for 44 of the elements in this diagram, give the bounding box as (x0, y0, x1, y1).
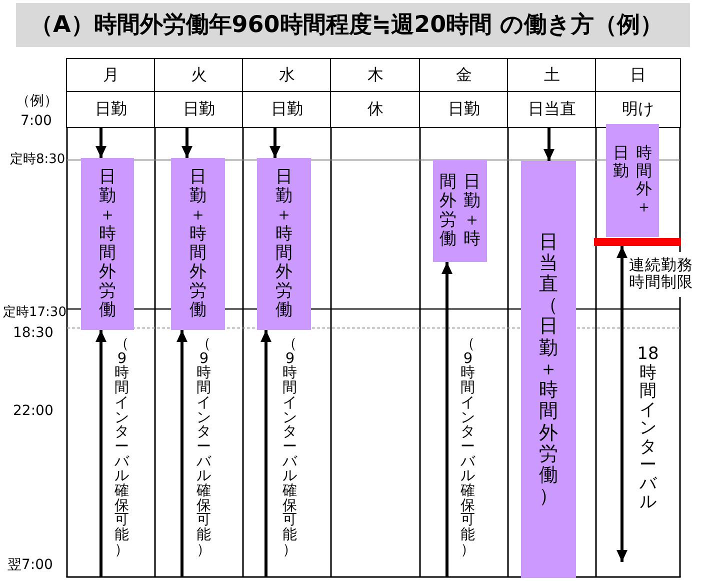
table-cell: 明け (595, 91, 681, 128)
edge-label: （9時間インターバル確保可能） (280, 337, 300, 558)
arrow (260, 330, 272, 577)
time-label: 定時8:30 (10, 153, 66, 168)
arrow (616, 246, 628, 562)
time-label: （例） (16, 94, 58, 109)
table-cell: 火 (154, 58, 244, 93)
table-cell: 木 (330, 58, 421, 93)
table-cell: 日勤 (66, 91, 156, 128)
limit-bar (594, 238, 681, 246)
arrow (182, 128, 192, 158)
table-cell: 水 (242, 58, 332, 93)
shift-block: 時間外＋日勤 (606, 124, 659, 237)
arrow (544, 128, 554, 161)
table-cell: 日勤 (154, 91, 244, 128)
time-label: 7:00 (20, 114, 52, 129)
table-cell: 日 (595, 58, 681, 93)
title: （A）時間外労働年960時間程度≒週20時間 の働き方（例） (16, 3, 690, 47)
arrow (270, 128, 280, 158)
edge-label: （9時間インターバル確保可能） (194, 337, 214, 558)
arrow (96, 330, 106, 577)
arrow (442, 262, 452, 577)
edge-label: （9時間インターバル確保可能） (458, 337, 478, 558)
arrow (176, 330, 188, 577)
time-label: 翌7:00 (8, 558, 53, 573)
table-cell: 日勤 (419, 91, 509, 128)
edge-label: （9時間インターバル確保可能） (112, 337, 132, 558)
time-label: 22:00 (13, 404, 54, 419)
table-cell: 金 (419, 58, 509, 93)
time-label: 18:30 (13, 326, 54, 341)
edge-label: 18時間インターバル (636, 345, 660, 512)
shift-block: 日勤＋時間外労働 (433, 160, 487, 262)
table-cell: 日当直 (507, 91, 597, 128)
time-label: 定時17:30 (3, 306, 66, 320)
table-cell: 土 (507, 58, 597, 93)
table-cell: 月 (66, 58, 156, 93)
shift-block: 日勤＋時間外労働 (81, 158, 134, 330)
shift-block: 日勤＋時間外労働 (257, 158, 311, 330)
bar-caption: 連続勤務時間制限 (629, 257, 693, 291)
shift-block: 日当直（日勤＋時間外労働） (521, 161, 576, 578)
shift-block: 日勤＋時間外労働 (171, 158, 225, 330)
arrow (96, 128, 106, 158)
table-cell: 休 (330, 91, 421, 128)
table-cell: 日勤 (242, 91, 332, 128)
